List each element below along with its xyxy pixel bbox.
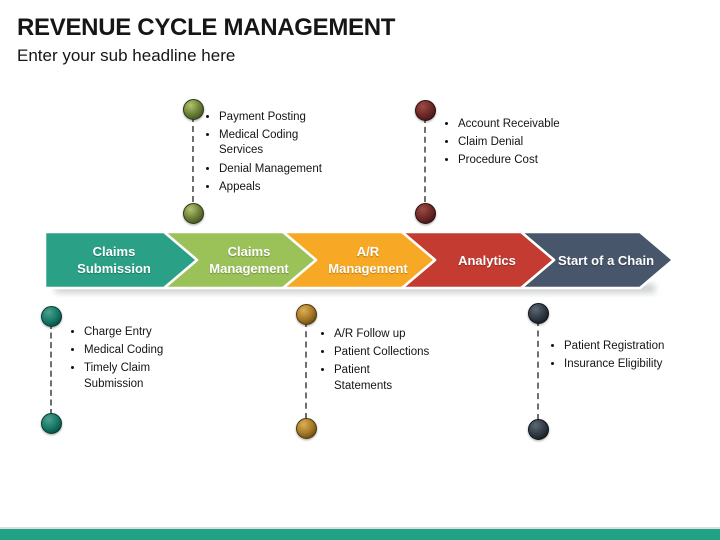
page-subtitle: Enter your sub headline here: [17, 46, 236, 65]
bullet-item: Medical Coding Services: [219, 128, 327, 158]
bullet-item: Patient Collections: [334, 345, 448, 360]
bullet-item: Patient Registration: [564, 339, 694, 354]
page-title: REVENUE CYCLE MANAGEMENT: [17, 14, 396, 41]
bullet-item: A/R Follow up: [334, 327, 448, 342]
marker-sphere-bottom: [415, 203, 436, 224]
bullet-list: Account ReceivableClaim DenialProcedure …: [444, 117, 562, 172]
connector-line: [50, 323, 52, 415]
marker-sphere-bottom: [41, 413, 62, 434]
bullet-item: Timely Claim Submission: [84, 361, 194, 391]
bullet-list: Patient RegistrationInsurance Eligibilit…: [550, 339, 694, 375]
bullet-item: Account Receivable: [458, 117, 562, 132]
marker-sphere-top: [41, 306, 62, 327]
bullet-item: Charge Entry: [84, 325, 194, 340]
connector-line: [537, 320, 539, 420]
connector-line: [305, 321, 307, 419]
bullet-list: A/R Follow up Patient CollectionsPatient …: [320, 327, 448, 397]
bullet-item: Payment Posting: [219, 110, 327, 125]
bullet-item: Appeals: [219, 180, 327, 195]
bullet-item: Denial Management: [219, 162, 327, 177]
marker-sphere-top: [183, 99, 204, 120]
bullet-list: Payment PostingMedical Coding ServicesDe…: [205, 110, 327, 198]
marker-sphere-top: [296, 304, 317, 325]
bullet-item: Medical Coding: [84, 343, 194, 358]
bullet-item: Procedure Cost: [458, 153, 562, 168]
bullet-item: Insurance Eligibility: [564, 357, 694, 372]
marker-sphere-top: [415, 100, 436, 121]
marker-sphere-bottom: [296, 418, 317, 439]
footer-accent-bar: [0, 527, 720, 540]
connector-line: [192, 116, 194, 212]
connector-line: [424, 117, 426, 212]
bullet-list: Charge EntryMedical CodingTimely Claim S…: [68, 325, 194, 395]
marker-sphere-bottom: [183, 203, 204, 224]
marker-sphere-top: [528, 303, 549, 324]
marker-sphere-bottom: [528, 419, 549, 440]
chevron-claims-submission: [43, 230, 199, 290]
bullet-item: Claim Denial: [458, 135, 562, 150]
bullet-item: Patient Statements: [334, 363, 396, 393]
